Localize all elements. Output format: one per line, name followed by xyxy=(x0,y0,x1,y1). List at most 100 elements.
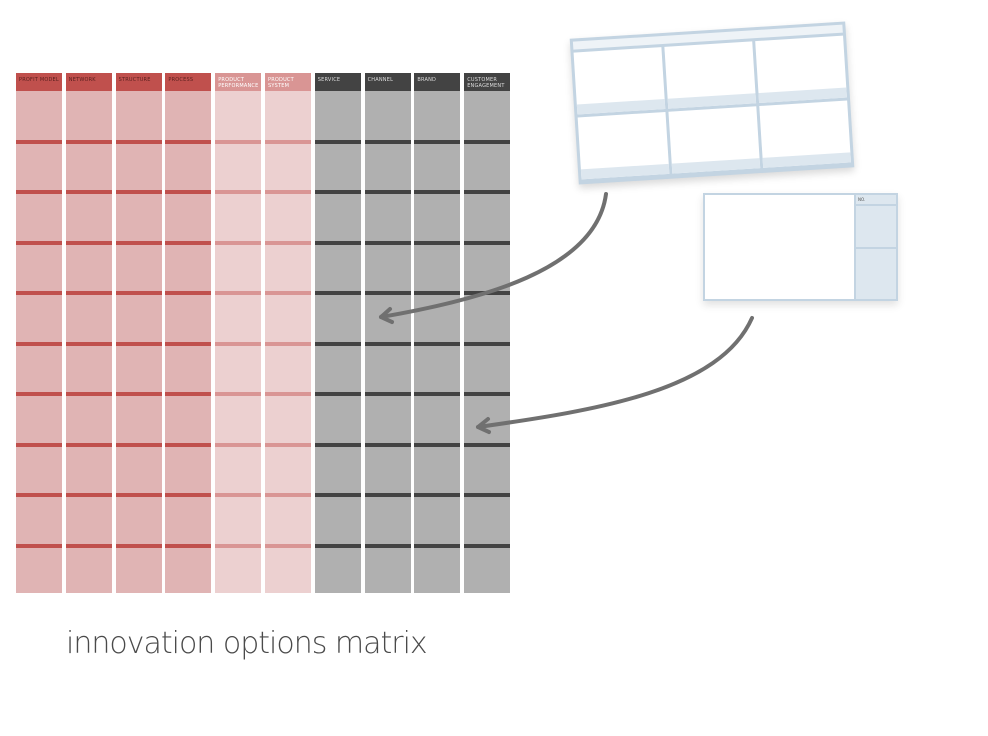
page-title: innovation options matrix xyxy=(66,626,428,661)
row-divider xyxy=(165,544,212,548)
column-header: CHANNEL xyxy=(364,73,411,91)
row-divider xyxy=(115,392,162,396)
row-divider xyxy=(165,493,212,497)
row-divider xyxy=(265,493,311,497)
matrix-column: SERVICE xyxy=(314,73,361,593)
matrix-column: PRODUCT SYSTEM xyxy=(265,73,311,593)
row-divider xyxy=(16,342,62,346)
matrix-column: PROFIT MODEL xyxy=(16,73,62,593)
row-divider xyxy=(65,291,112,295)
column-body xyxy=(165,91,212,593)
row-divider xyxy=(314,493,361,497)
row-divider xyxy=(414,342,461,346)
row-divider xyxy=(414,544,461,548)
row-divider xyxy=(364,190,411,194)
row-divider xyxy=(16,140,62,144)
row-divider xyxy=(165,443,212,447)
row-divider xyxy=(314,392,361,396)
row-divider xyxy=(215,140,262,144)
row-divider xyxy=(364,241,411,245)
row-divider xyxy=(265,544,311,548)
row-divider xyxy=(364,443,411,447)
idea-card-main xyxy=(705,195,854,299)
row-divider xyxy=(215,342,262,346)
matrix-column: CUSTOMER ENGAGEMENT xyxy=(464,73,511,593)
row-divider xyxy=(364,392,411,396)
arrow-1-head xyxy=(379,307,394,324)
row-divider xyxy=(364,544,411,548)
row-divider xyxy=(115,291,162,295)
row-divider xyxy=(314,140,361,144)
row-divider xyxy=(115,241,162,245)
row-divider xyxy=(464,544,511,548)
row-divider xyxy=(165,140,212,144)
row-divider xyxy=(265,392,311,396)
column-header: PROFIT MODEL xyxy=(16,73,62,91)
column-header: PRODUCT PERFORMANCE xyxy=(215,73,262,91)
column-body xyxy=(364,91,411,593)
row-divider xyxy=(215,493,262,497)
row-divider xyxy=(414,241,461,245)
row-divider xyxy=(215,241,262,245)
row-divider xyxy=(314,443,361,447)
row-divider xyxy=(314,190,361,194)
row-divider xyxy=(215,392,262,396)
row-divider xyxy=(165,190,212,194)
column-body xyxy=(265,91,311,593)
column-body xyxy=(414,91,461,593)
row-divider xyxy=(464,443,511,447)
matrix-column: PROCESS xyxy=(165,73,212,593)
row-divider xyxy=(16,493,62,497)
row-divider xyxy=(165,342,212,346)
row-divider xyxy=(414,493,461,497)
idea-card-thumbnail[interactable]: NO. xyxy=(703,193,898,301)
column-body xyxy=(314,91,361,593)
row-divider xyxy=(364,291,411,295)
row-divider xyxy=(414,291,461,295)
column-body xyxy=(16,91,62,593)
row-divider xyxy=(464,493,511,497)
row-divider xyxy=(414,443,461,447)
row-divider xyxy=(215,291,262,295)
row-divider xyxy=(65,443,112,447)
arrow-1 xyxy=(379,192,608,319)
row-divider xyxy=(265,241,311,245)
row-divider xyxy=(314,241,361,245)
matrix-column: PRODUCT PERFORMANCE xyxy=(215,73,262,593)
row-divider xyxy=(414,190,461,194)
row-divider xyxy=(65,241,112,245)
row-divider xyxy=(314,342,361,346)
column-header: BRAND xyxy=(414,73,461,91)
row-divider xyxy=(65,140,112,144)
column-header: PROCESS xyxy=(165,73,212,91)
row-divider xyxy=(414,140,461,144)
row-divider xyxy=(115,140,162,144)
row-divider xyxy=(215,443,262,447)
row-divider xyxy=(115,493,162,497)
row-divider xyxy=(265,291,311,295)
row-divider xyxy=(165,241,212,245)
row-divider xyxy=(215,544,262,548)
row-divider xyxy=(265,443,311,447)
arrow-2-head xyxy=(476,417,491,434)
column-header: NETWORK xyxy=(65,73,112,91)
column-body xyxy=(115,91,162,593)
row-divider xyxy=(65,544,112,548)
matrix-column: CHANNEL xyxy=(364,73,411,593)
row-divider xyxy=(265,190,311,194)
row-divider xyxy=(16,291,62,295)
row-divider xyxy=(16,190,62,194)
row-divider xyxy=(115,342,162,346)
row-divider xyxy=(16,241,62,245)
matrix-column: BRAND xyxy=(414,73,461,593)
row-divider xyxy=(165,291,212,295)
row-divider xyxy=(165,392,212,396)
row-divider xyxy=(464,190,511,194)
matrix-column: STRUCTURE xyxy=(115,73,162,593)
row-divider xyxy=(464,342,511,346)
row-divider xyxy=(464,140,511,144)
arrow-2 xyxy=(476,316,754,429)
row-divider xyxy=(65,190,112,194)
row-divider xyxy=(364,342,411,346)
row-divider xyxy=(464,392,511,396)
